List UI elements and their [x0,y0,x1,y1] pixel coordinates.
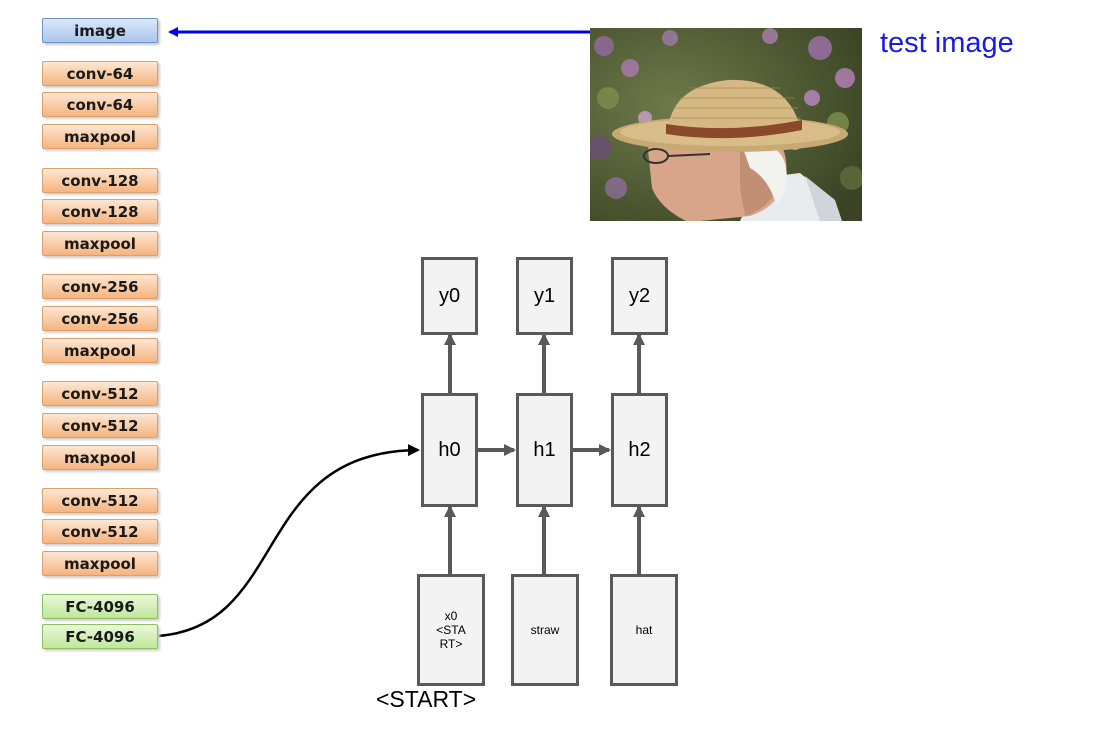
output-node-y1: y1 [516,257,573,335]
layer-conv-64-2: conv-64 [42,92,158,117]
layer-conv-64-1: conv-64 [42,61,158,86]
layer-conv-128-2: conv-128 [42,199,158,224]
input-node-x2: hat [610,574,678,686]
layer-conv-512-4: conv-512 [42,519,158,544]
input-x0-line2: <STA [436,623,466,637]
layer-maxpool-4: maxpool [42,445,158,470]
start-label: <START> [376,686,477,712]
layer-maxpool-2: maxpool [42,231,158,256]
output-node-y0: y0 [421,257,478,335]
layer-fc-4096-1: FC-4096 [42,594,158,619]
test-image-caption: test image [880,27,1014,59]
input-node-x1: straw [511,574,579,686]
input-node-x0: x0 <STA RT> [417,574,485,686]
input-x0-line1: x0 [444,609,458,623]
layer-conv-256-1: conv-256 [42,274,158,299]
output-node-y2: y2 [611,257,668,335]
hidden-node-h0: h0 [421,393,478,507]
layer-image: image [42,18,158,43]
layer-conv-512-1: conv-512 [42,381,158,406]
layer-conv-512-2: conv-512 [42,413,158,438]
layer-fc-4096-2: FC-4096 [42,624,158,649]
fc-to-h0-arrow [157,444,420,638]
layer-maxpool-1: maxpool [42,124,158,149]
layer-maxpool-5: maxpool [42,551,158,576]
hidden-node-h1: h1 [516,393,573,507]
layer-conv-128-1: conv-128 [42,168,158,193]
test-image-photo [590,28,862,221]
layer-conv-512-3: conv-512 [42,488,158,513]
layer-maxpool-3: maxpool [42,338,158,363]
layer-conv-256-2: conv-256 [42,306,158,331]
input-x0-line3: RT> [439,637,463,651]
hidden-node-h2: h2 [611,393,668,507]
